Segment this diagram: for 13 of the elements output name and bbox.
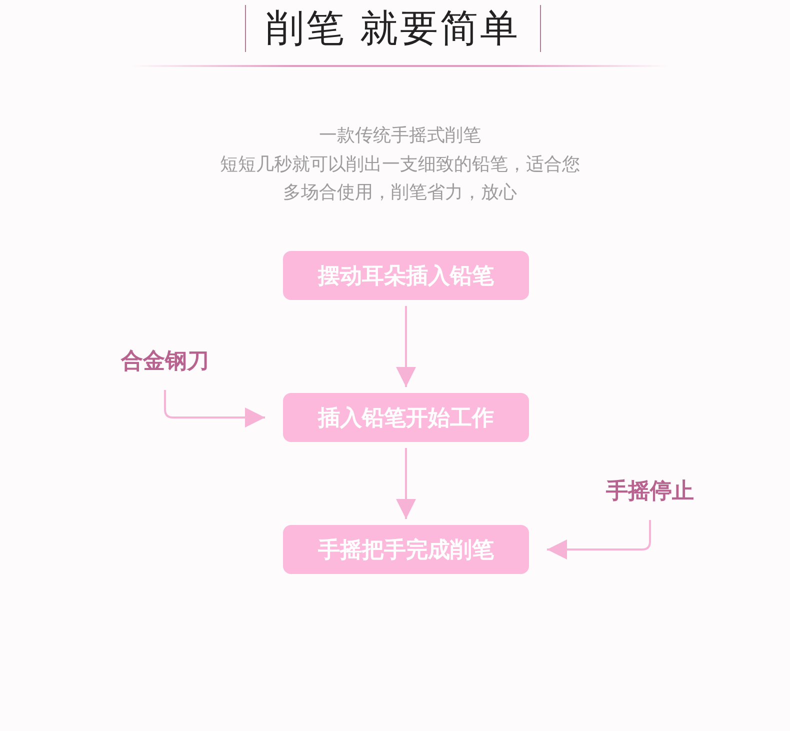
step-label: 合金钢刀	[116, 346, 214, 376]
arrow	[396, 448, 416, 519]
arrow	[164, 390, 265, 428]
description-text: 多场合使用，削笔省力，放心	[282, 181, 518, 205]
description-text: 一款传统手摇式削笔	[318, 124, 482, 148]
description-text: 短短几秒就可以削出一支细致的铅笔，适合您	[219, 153, 581, 177]
process-box: 插入铅笔开始工作	[283, 393, 529, 442]
process-box: 手摇把手完成削笔	[283, 525, 529, 574]
step-label: 手摇停止	[601, 476, 699, 506]
arrow	[547, 520, 651, 560]
process-box: 摆动耳朵插入铅笔	[283, 251, 529, 300]
arrow	[396, 306, 416, 387]
title-heading: 削笔 就要简单	[245, 5, 541, 52]
